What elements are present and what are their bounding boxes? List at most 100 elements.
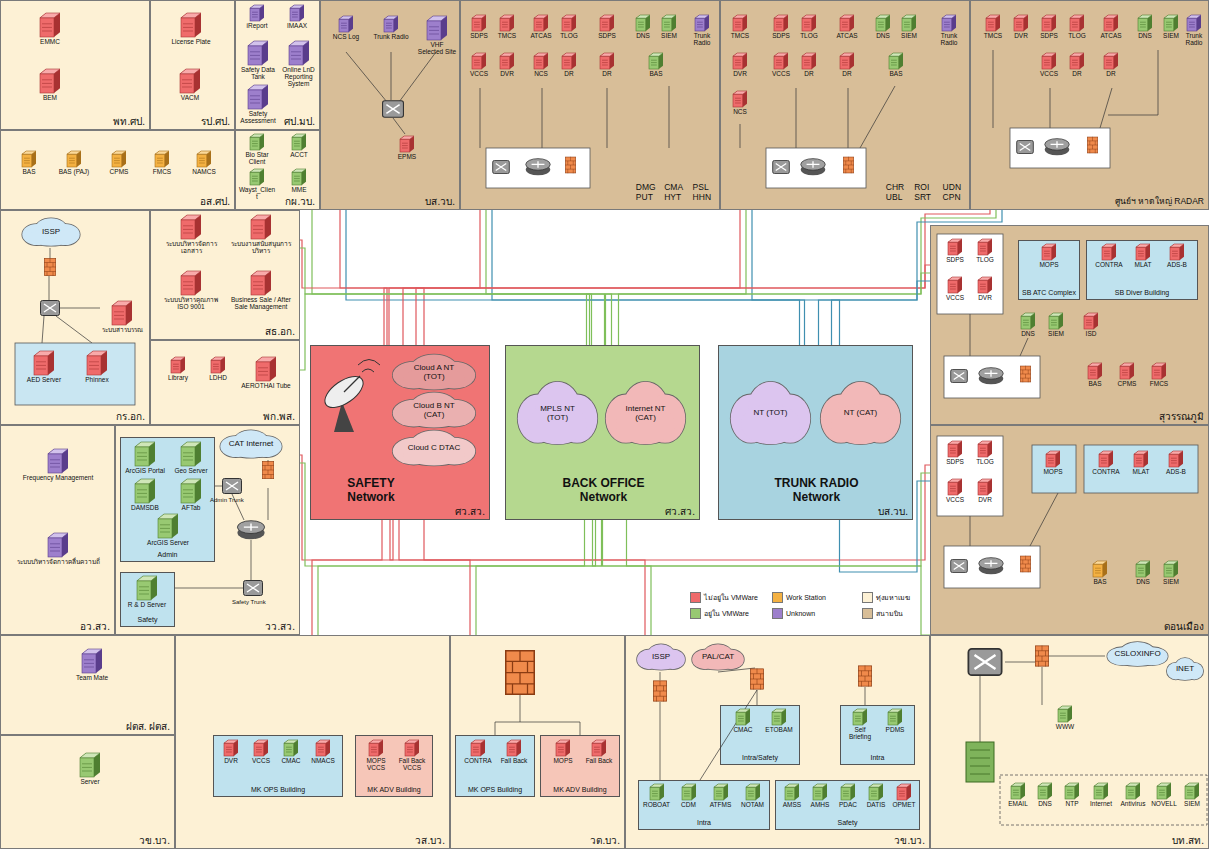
server-glyph xyxy=(47,448,69,474)
node-label: NMACS xyxy=(308,757,338,764)
server-icon: ADS-B xyxy=(1162,243,1192,268)
node-label: NT (CAT) xyxy=(832,378,890,448)
server-glyph xyxy=(713,783,729,801)
server-icon: VCCS xyxy=(768,52,794,77)
server-glyph xyxy=(404,739,420,757)
node-label: DR xyxy=(556,70,582,77)
node-label: LDHD xyxy=(200,374,236,381)
node-label: MK ADV Building xyxy=(356,786,432,794)
server-icon: BAS xyxy=(12,150,46,175)
server-glyph xyxy=(681,783,697,801)
server-glyph xyxy=(801,52,817,70)
server-glyph xyxy=(66,150,82,168)
node-label: Trunk Radio xyxy=(934,32,964,46)
node-label: R & D Server xyxy=(126,601,168,608)
server-glyph xyxy=(1169,243,1185,261)
node-label: Library xyxy=(160,374,196,381)
region-panel: Team Mateฝตส. ฝตส. xyxy=(0,635,175,735)
label-group: CHR UBLROI SRTUDN CPN xyxy=(886,182,963,203)
node-label: DNS xyxy=(630,32,656,39)
server-glyph xyxy=(368,739,384,757)
server-icon: Online LnD Reporting System xyxy=(278,40,319,87)
building-box: CMACETOBAMIntra/Safety xyxy=(720,705,800,765)
node-label: AMSS xyxy=(778,801,806,808)
server-icon: ระบบสารบรรณ xyxy=(100,300,144,333)
node-label: VCCS xyxy=(942,496,968,503)
node-label: DNS xyxy=(1132,32,1158,39)
server-glyph xyxy=(79,752,101,778)
server-icon: BAS xyxy=(883,52,909,77)
server-icon: DR xyxy=(796,52,822,77)
server-glyph xyxy=(499,14,515,32)
node-label: Online LnD Reporting System xyxy=(278,66,319,87)
node-label: บส.วบ. xyxy=(425,196,455,208)
server-icon: Safety Assessment xyxy=(238,84,278,124)
node-label: กผ.วบ. xyxy=(285,196,315,208)
server-glyph xyxy=(840,783,856,801)
server-icon: CMAC xyxy=(278,739,304,764)
node-label: EPMS xyxy=(392,153,422,160)
node-label: VCCS xyxy=(248,757,274,764)
server-glyph xyxy=(533,52,549,70)
node-label: VACM xyxy=(170,94,210,101)
cloud-node: ISSP xyxy=(635,642,687,672)
server-icon: Trunk Radio xyxy=(688,14,716,46)
node-label: SDPS xyxy=(942,458,968,465)
server-icon: CPMS xyxy=(1112,362,1142,387)
server-glyph xyxy=(250,270,272,296)
server-icon: Antivirus xyxy=(1117,782,1149,807)
server-icon: DNS xyxy=(1130,560,1156,585)
server-icon: PDAC xyxy=(834,783,862,808)
node-label: CAT Internet xyxy=(229,428,274,460)
node-label: DNS xyxy=(1015,330,1041,337)
node-label: Trunk Radio xyxy=(688,32,716,46)
server-glyph xyxy=(499,52,515,70)
server-icon: AFTab xyxy=(170,478,212,511)
node-label: INET xyxy=(1171,656,1198,682)
server-glyph xyxy=(250,214,272,240)
node-label: TLOG xyxy=(972,256,998,263)
node-label: NCS xyxy=(727,108,753,115)
server-icon: Phinnex xyxy=(75,350,119,383)
server-glyph xyxy=(1045,450,1061,468)
node-label: DVR xyxy=(972,496,998,503)
server-icon: AMHS xyxy=(806,783,834,808)
server-icon: SDPS xyxy=(594,14,620,39)
node-label: AED Server xyxy=(22,376,66,383)
server-icon: Geo Server xyxy=(170,441,212,474)
server-glyph xyxy=(561,14,577,32)
node-label: FMCS xyxy=(1144,380,1174,387)
node-label: AEROTHAI Tube xyxy=(240,382,292,389)
node-label: SIEM xyxy=(1158,32,1184,39)
server-icon: TLOG xyxy=(796,14,822,39)
node-label: ระบบงานสนับสนุนการบริหาร xyxy=(228,240,294,254)
server-glyph xyxy=(977,276,993,294)
legend-swatch xyxy=(690,608,701,619)
server-glyph xyxy=(773,52,789,70)
node-label: EMAIL xyxy=(1005,800,1031,807)
server-glyph xyxy=(471,52,487,70)
server-icon: DVR xyxy=(727,52,753,77)
region-panel: Frequency Managementระบบบริหารจัดการคลื่… xyxy=(0,425,115,635)
server-glyph xyxy=(1083,312,1099,330)
server-icon: TMCS xyxy=(727,14,753,39)
server-glyph xyxy=(985,14,1001,32)
legend-swatch xyxy=(772,592,783,603)
server-glyph xyxy=(86,350,108,376)
server-glyph xyxy=(1020,312,1036,330)
network-link xyxy=(476,520,602,635)
server-glyph xyxy=(249,168,265,186)
server-glyph xyxy=(1133,450,1149,468)
server-icon: VCCS xyxy=(1036,52,1062,77)
region-panel: BASBAS (PAJ)CPMSFMCSNAMCSอส.ศป. xyxy=(0,130,235,210)
server-glyph xyxy=(471,14,487,32)
server-glyph xyxy=(887,708,903,726)
server-glyph xyxy=(1064,782,1080,800)
node-label: Bio Star Client xyxy=(238,151,276,165)
network-link xyxy=(819,281,931,345)
node-label: CDM xyxy=(673,801,704,808)
node-label: Trunk Radio xyxy=(1182,32,1206,46)
server-glyph xyxy=(253,739,269,757)
server-icon: Server xyxy=(70,752,110,785)
